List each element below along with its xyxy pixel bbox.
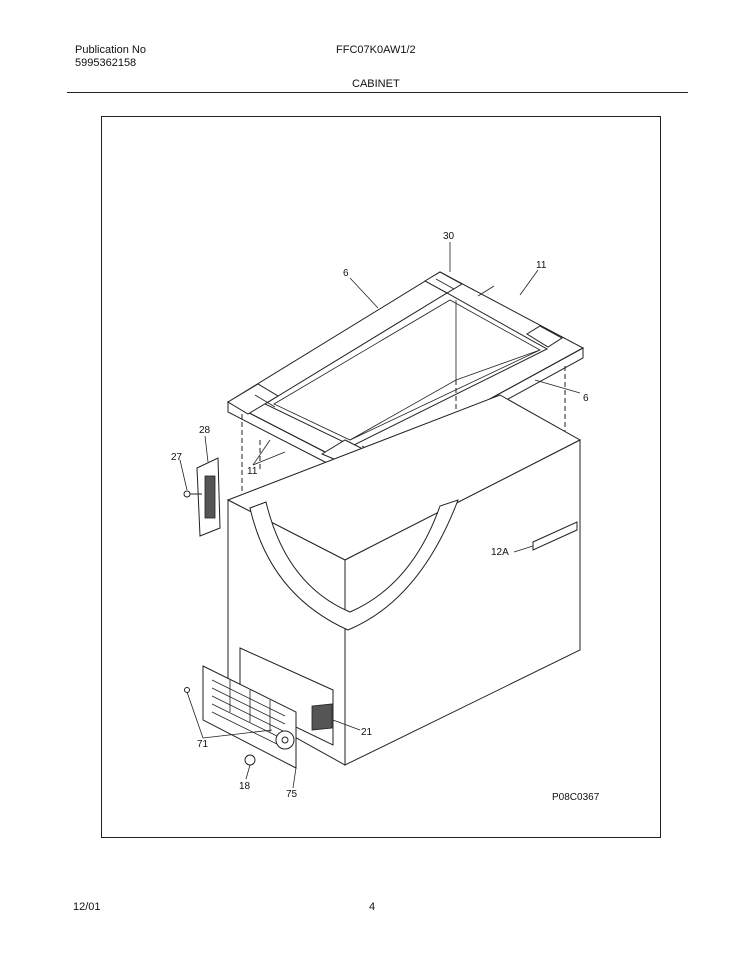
callout-75: 75	[286, 789, 298, 800]
machine-compartment	[184, 647, 334, 769]
hinge-assembly	[183, 457, 221, 537]
callout-6-right: 6	[583, 393, 589, 404]
callout-21: 21	[361, 727, 373, 738]
page-number: 4	[369, 901, 376, 913]
callout-71: 71	[197, 739, 209, 750]
diagram-frame	[101, 116, 661, 838]
callout-27: 27	[171, 452, 183, 463]
callout-28: 28	[199, 425, 211, 436]
callout-11-top: 11	[536, 260, 547, 271]
callout-30: 30	[443, 231, 455, 242]
header-rule	[67, 92, 688, 93]
callout-12a: 12A	[491, 547, 509, 558]
publication-label: Publication No	[75, 44, 146, 56]
figure-code: P08C0367	[552, 792, 600, 803]
model-number: FFC07K0AW1/2	[336, 44, 416, 56]
callout-11-bottom: 11	[247, 466, 258, 477]
callout-18: 18	[239, 781, 251, 792]
footer-date: 12/01	[73, 901, 101, 913]
section-title: CABINET	[352, 78, 400, 90]
callout-6-left: 6	[343, 268, 349, 279]
callout-labels: 30 11 6 6 11 28 27 12A 21 71 18 75 P08C0…	[171, 231, 600, 803]
publication-number: 5995362158	[75, 57, 137, 69]
leader-lines	[179, 242, 581, 789]
lid-frame	[226, 271, 585, 481]
